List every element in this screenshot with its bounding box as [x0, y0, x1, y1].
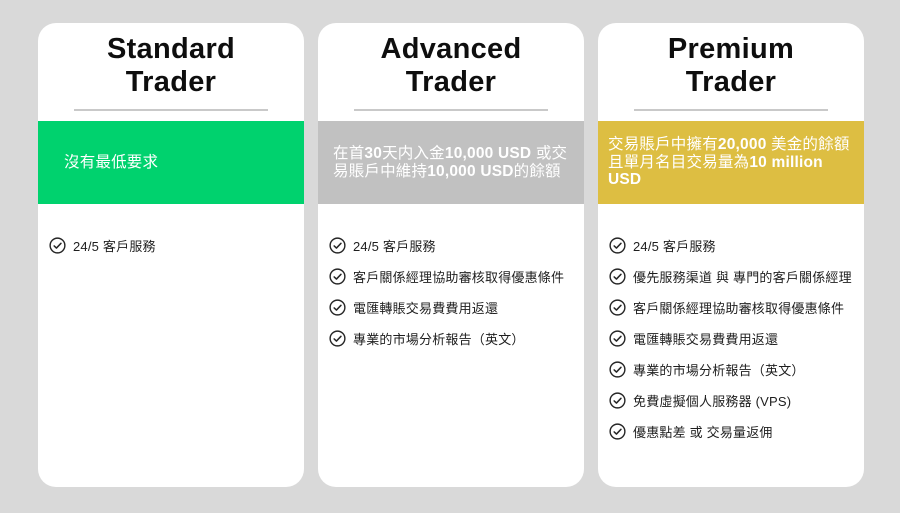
check-circle-icon [329, 268, 346, 285]
plan-card-standard-trader: Standard Trader 沒有最低要求 24/5 客戶服務 [38, 23, 304, 487]
feature-label: 專業的市場分析報告（英文） [353, 332, 525, 347]
feature-list: 24/5 客戶服務客戶關係經理協助審核取得優惠條件電匯轉賬交易費費用返還專業的市… [318, 204, 584, 354]
check-circle-icon [609, 268, 626, 285]
feature-list: 24/5 客戶服務 [38, 204, 304, 261]
feature-label: 電匯轉賬交易費費用返還 [353, 301, 499, 316]
plan-title-line2: Trader [125, 66, 217, 98]
feature-item: 電匯轉賬交易費費用返還 [329, 292, 578, 323]
feature-item: 優先服務渠道 與 專門的客戶關係經理 [609, 261, 858, 292]
feature-label: 客戶關係經理協助審核取得優惠條件 [633, 301, 845, 316]
plan-card-premium-trader: Premium Trader 交易賬戶中擁有20,000 美金的餘額 且單月名目… [598, 23, 864, 487]
requirement-banner: 在首30天内入金10,000 USD 或交易賬戶中維持10,000 USD的餘額 [318, 121, 584, 204]
feature-label: 專業的市場分析報告（英文） [633, 363, 805, 378]
check-circle-icon [609, 423, 626, 440]
check-circle-icon [609, 237, 626, 254]
title-divider [634, 109, 828, 111]
plan-title: Advanced Trader [318, 33, 584, 99]
pricing-tiers: Standard Trader 沒有最低要求 24/5 客戶服務 Advance… [38, 23, 864, 487]
check-circle-icon [609, 330, 626, 347]
plan-title-line2: Trader [685, 66, 777, 98]
requirement-banner: 沒有最低要求 [38, 121, 304, 204]
requirement-text: 在首30天内入金10,000 USD 或交易賬戶中維持10,000 USD的餘額 [333, 145, 568, 180]
feature-item: 客戶關係經理協助審核取得優惠條件 [329, 261, 578, 292]
plan-title-line1: Advanced [380, 33, 522, 65]
check-circle-icon [609, 392, 626, 409]
plan-title: Standard Trader [38, 33, 304, 99]
plan-title: Premium Trader [598, 33, 864, 99]
feature-label: 24/5 客戶服務 [353, 239, 436, 254]
feature-label: 客戶關係經理協助審核取得優惠條件 [353, 270, 565, 285]
feature-item: 電匯轉賬交易費費用返還 [609, 323, 858, 354]
check-circle-icon [329, 237, 346, 254]
requirement-banner: 交易賬戶中擁有20,000 美金的餘額 且單月名目交易量為10 million … [598, 121, 864, 204]
feature-label: 24/5 客戶服務 [633, 239, 716, 254]
feature-label: 優先服務渠道 與 專門的客戶關係經理 [633, 270, 852, 285]
feature-item: 專業的市場分析報告（英文） [609, 354, 858, 385]
check-circle-icon [609, 299, 626, 316]
feature-item: 24/5 客戶服務 [49, 230, 298, 261]
plan-card-advanced-trader: Advanced Trader 在首30天内入金10,000 USD 或交易賬戶… [318, 23, 584, 487]
feature-item: 專業的市場分析報告（英文） [329, 323, 578, 354]
check-circle-icon [609, 361, 626, 378]
feature-item: 優惠點差 或 交易量返佣 [609, 416, 858, 447]
check-circle-icon [329, 330, 346, 347]
feature-label: 24/5 客戶服務 [73, 239, 156, 254]
plan-title-line2: Trader [405, 66, 497, 98]
feature-item: 24/5 客戶服務 [329, 230, 578, 261]
feature-label: 電匯轉賬交易費費用返還 [633, 332, 779, 347]
feature-item: 客戶關係經理協助審核取得優惠條件 [609, 292, 858, 323]
title-divider [74, 109, 268, 111]
requirement-text: 交易賬戶中擁有20,000 美金的餘額 且單月名目交易量為10 million … [608, 136, 850, 189]
feature-list: 24/5 客戶服務優先服務渠道 與 專門的客戶關係經理客戶關係經理協助審核取得優… [598, 204, 864, 447]
feature-item: 免費虛擬個人服務器 (VPS) [609, 385, 858, 416]
feature-item: 24/5 客戶服務 [609, 230, 858, 261]
feature-label: 免費虛擬個人服務器 (VPS) [633, 394, 792, 409]
title-divider [354, 109, 548, 111]
requirement-text: 沒有最低要求 [64, 153, 159, 171]
plan-title-line1: Standard [106, 33, 236, 65]
plan-title-line1: Premium [667, 33, 795, 65]
check-circle-icon [49, 237, 66, 254]
feature-label: 優惠點差 或 交易量返佣 [633, 425, 773, 440]
check-circle-icon [329, 299, 346, 316]
